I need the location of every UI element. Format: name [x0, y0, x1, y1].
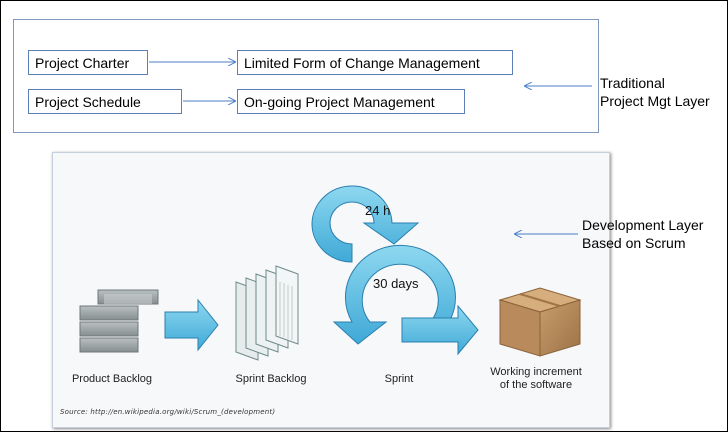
project-charter-box: Project Charter [28, 50, 148, 75]
product-backlog-label: Product Backlog [71, 373, 153, 385]
ongoing-project-management-box: On-going Project Management [237, 89, 465, 114]
backlog-flow-arrow [164, 298, 219, 352]
working-increment-box-icon [498, 287, 582, 357]
daily-label: 24 h [365, 203, 390, 218]
traditional-layer-label: Traditional Project Mgt Layer [600, 74, 710, 110]
increment-line2: of the software [499, 379, 573, 391]
sprint-backlog-label: Sprint Backlog [235, 373, 307, 385]
sprint-output-arrow [401, 304, 479, 356]
project-schedule-box: Project Schedule [28, 89, 182, 114]
development-label-line2: Based on Scrum [582, 235, 686, 251]
working-increment-label: Working increment of the software [486, 366, 586, 392]
traditional-layer-panel [13, 19, 599, 133]
sprint-label: Sprint [384, 373, 414, 385]
increment-line1: Working increment [490, 366, 582, 378]
product-backlog-icon [79, 289, 159, 353]
sprint-length-label: 30 days [373, 276, 419, 291]
source-citation: Source: http://en.wikipedia.org/wiki/Scr… [60, 408, 276, 416]
development-label-line1: Development Layer [582, 217, 704, 233]
traditional-label-line2: Project Mgt Layer [600, 93, 710, 109]
limited-change-management-box: Limited Form of Change Management [237, 50, 513, 75]
daily-cycle-arrow [311, 185, 420, 263]
sprint-backlog-icon [235, 265, 299, 361]
development-layer-label: Development Layer Based on Scrum [582, 216, 703, 252]
traditional-label-line1: Traditional [600, 75, 665, 91]
